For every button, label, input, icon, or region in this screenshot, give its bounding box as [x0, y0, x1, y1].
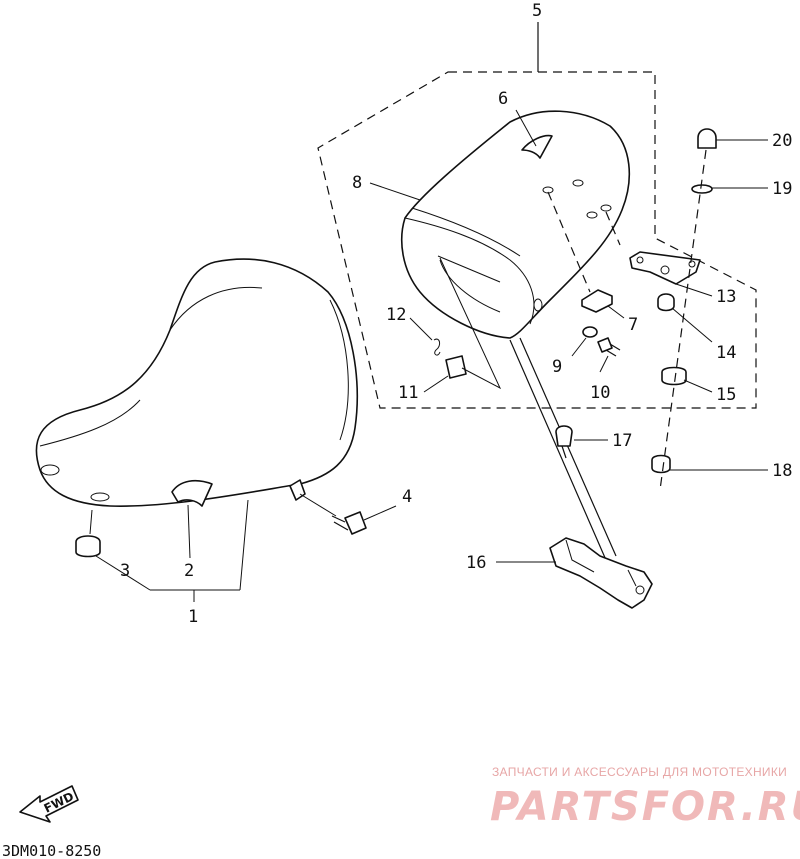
callout-15: 15 [716, 385, 736, 405]
mount-rod-2 [509, 339, 607, 561]
callout-3: 3 [120, 561, 130, 581]
bracket-13 [629, 251, 701, 285]
washer-19 [691, 184, 713, 194]
damper-3 [75, 535, 101, 558]
callout-18: 18 [772, 461, 792, 481]
callout-10: 10 [590, 383, 610, 403]
nut-7 [581, 289, 613, 313]
callout-7: 7 [628, 315, 638, 335]
callout-4: 4 [402, 487, 412, 507]
callout-17: 17 [612, 431, 632, 451]
rear-seat [400, 110, 631, 339]
callout-16: 16 [466, 553, 486, 573]
nut-11 [445, 355, 467, 379]
clip-12 [433, 338, 441, 356]
collar-14 [657, 293, 675, 312]
callout-8: 8 [352, 173, 362, 193]
bolt-10 [597, 337, 621, 357]
leader-2 [187, 504, 191, 559]
callout-9: 9 [552, 357, 562, 377]
assembly-5-boundary [317, 71, 757, 409]
front-seat [35, 258, 358, 591]
rubber-15 [661, 366, 687, 386]
fwd-arrow: FWD [19, 785, 79, 823]
leader-11-v [439, 257, 502, 390]
leader-3-line [89, 509, 93, 535]
leader-14 [671, 307, 713, 343]
leader-8 [369, 182, 421, 201]
watermark-tagline: ЗАПЧАСТИ И АКСЕССУАРЫ ДЛЯ МОТОТЕХНИКИ [492, 765, 787, 779]
callout-5: 5 [532, 1, 542, 21]
mount-rod [519, 337, 617, 557]
leader-4 [363, 505, 397, 521]
callout-20: 20 [772, 131, 792, 151]
stud-axis [659, 149, 707, 491]
leader-15 [683, 379, 713, 393]
damper-18 [651, 454, 671, 474]
bolt-17 [555, 425, 573, 459]
cap-nut-20 [697, 128, 717, 149]
leader-4b [299, 493, 337, 517]
washer-9 [582, 326, 598, 338]
leader-6 [515, 109, 537, 147]
bracket-16 [549, 537, 653, 609]
leader-10 [599, 355, 609, 373]
callout-13: 13 [716, 287, 736, 307]
bolt-4 [331, 511, 367, 535]
callout-2: 2 [184, 561, 194, 581]
callout-12: 12 [386, 305, 406, 325]
leader-7 [607, 305, 625, 319]
diagram-code: 3DM010-8250 [2, 842, 101, 859]
leader-13 [675, 283, 713, 297]
callout-11: 11 [398, 383, 418, 403]
callout-6: 6 [498, 89, 508, 109]
callout-1: 1 [188, 607, 198, 627]
watermark-brand: PARTSFOR.RU [490, 784, 800, 830]
callout-19: 19 [772, 179, 792, 199]
leader-3 [95, 555, 151, 591]
leader-9 [571, 337, 587, 357]
callout-14: 14 [716, 343, 736, 363]
leader-12 [409, 317, 433, 341]
leader-11 [423, 375, 449, 393]
